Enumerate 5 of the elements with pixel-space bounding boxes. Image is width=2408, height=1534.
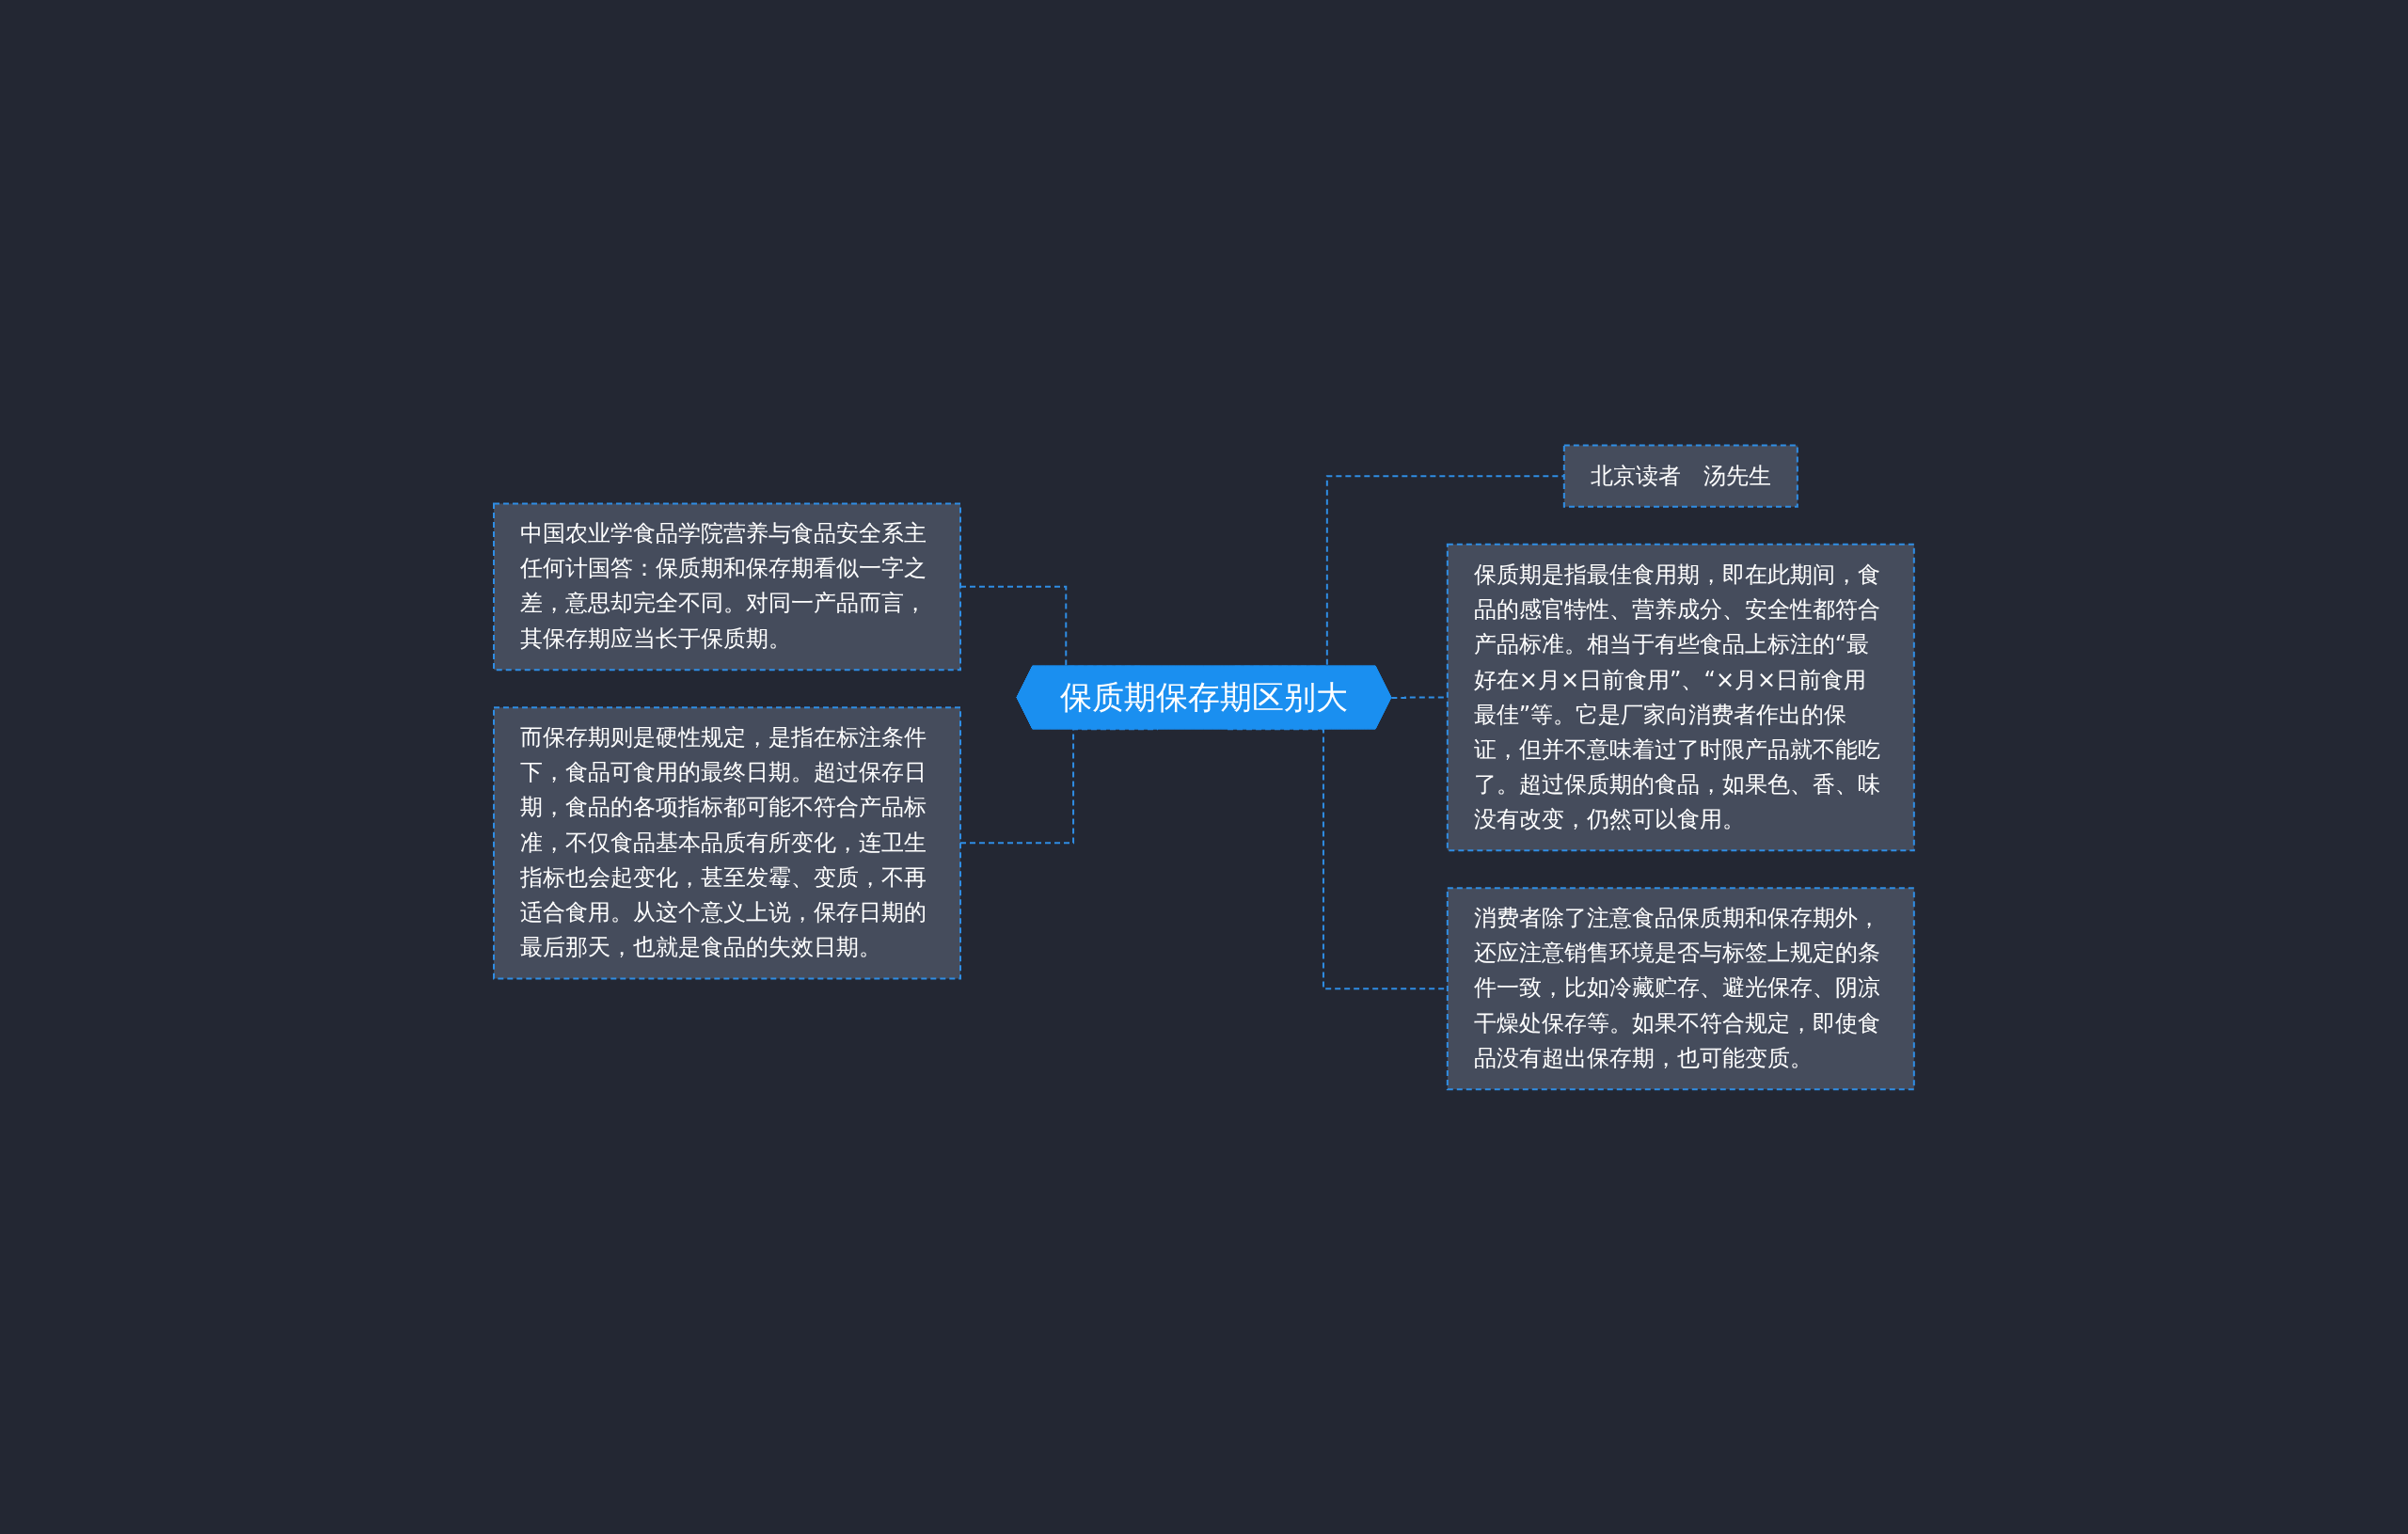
node-box: 中国农业学食品学院营养与食品安全系主任何计国答：保质期和保存期看似一字之差，意思却完全不同。对同一产品而言，其保存期应当长于保质期。 (493, 502, 962, 671)
node-box: 而保存期则是硬性规定，是指在标注条件下，食品可食用的最终日期。超过保存日期，食品的各项指标都可能不符合产品标准，不仅食品基本品质有所变化，连卫生指标也会起变化，甚至发霉、变质，不再适合食用。从这个意义上说，保存日期的最后那天，也就是食品的失效日期。 (493, 705, 962, 980)
node-box: 消费者除了注意食品保质期和保存期外，还应注意销售环境是否与标签上规定的条件一致，比如冷藏贮存、避光保存、阴凉干燥处保存等。如果不符合规定，即使食品没有超出保存期，也可能变质。 (1446, 886, 1915, 1090)
node-box: 保质期是指最佳食用期，即在此期间，食品的感官特性、营养成分、安全性都符合产品标准。相当于有些食品上标注的“最好在×月×日前食用”、“×月×日前食用最佳”等。它是厂家向消费者作出的保证，但并不意味着过了时限产品就不能吃了。超过保质期的食品，如果色、香、味没有改变，仍然可以食用。 (1446, 543, 1915, 851)
node-box: 北京读者 汤先生 (1562, 444, 1798, 508)
